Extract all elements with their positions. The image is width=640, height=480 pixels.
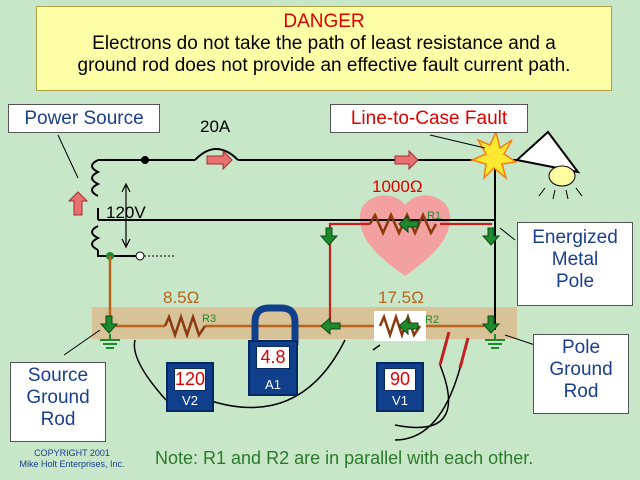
earth-strip xyxy=(92,307,517,339)
clamp-jaws xyxy=(251,304,299,345)
voltage-indicator xyxy=(121,182,131,249)
voltmeter-v1: 90 V1 xyxy=(376,362,424,412)
r3-resistor xyxy=(163,313,207,339)
pole-ground-rod-label: Pole Ground Rod xyxy=(533,334,629,414)
r1-name: R1 xyxy=(427,210,441,222)
energized-pole-line-2: Metal xyxy=(551,248,599,270)
source-rod-line-3: Rod xyxy=(40,408,76,430)
fault-label: Line-to-Case Fault xyxy=(330,104,528,133)
source-ground-rod-label: Source Ground Rod xyxy=(10,362,106,442)
ammeter-a1: 4.8 A1 xyxy=(248,340,298,396)
a1-name: A1 xyxy=(265,377,281,392)
probe-tips xyxy=(438,331,470,369)
junction-dot xyxy=(141,156,149,164)
heart-shape xyxy=(359,195,451,276)
danger-title: DANGER xyxy=(283,11,365,32)
hot-wire xyxy=(98,159,517,330)
copyright: COPYRIGHT 2001 Mike Holt Enterprises, In… xyxy=(6,448,138,470)
pole-rod-line-2: Ground xyxy=(549,358,613,380)
v1-reading: 90 xyxy=(384,368,416,391)
current-arrows xyxy=(67,149,419,216)
r3-value: 8.5Ω xyxy=(163,288,199,307)
pole-rod-line-3: Rod xyxy=(563,380,599,402)
r1-value: 1000Ω xyxy=(372,177,423,196)
a1-reading: 4.8 xyxy=(256,346,290,369)
switch-contact xyxy=(135,251,145,261)
v2-reading: 120 xyxy=(174,368,206,391)
r3-name: R3 xyxy=(202,313,216,325)
lamp-fixture xyxy=(514,130,583,200)
source-rod-line-2: Ground xyxy=(26,386,90,408)
pole-rod-line-1: Pole xyxy=(561,337,601,358)
energized-pole-line-1: Energized xyxy=(532,227,618,248)
energized-pole-label: Energized Metal Pole xyxy=(517,222,633,306)
v2-name: V2 xyxy=(182,393,198,408)
return-arrows xyxy=(99,214,501,336)
breaker-rating: 20A xyxy=(200,117,231,136)
label-pointers xyxy=(57,134,536,356)
danger-line-1: Electrons do not take the path of least … xyxy=(92,32,556,54)
voltmeter-v2: 120 V2 xyxy=(166,362,214,412)
fault-spark xyxy=(469,129,519,181)
meter-leads xyxy=(133,339,450,429)
voltage-label: 120V xyxy=(106,203,146,222)
copyright-line-1: COPYRIGHT 2001 xyxy=(34,448,110,458)
transformer-coil xyxy=(91,159,101,251)
copyright-line-2: Mike Holt Enterprises, Inc. xyxy=(19,458,125,469)
breaker-symbol xyxy=(194,148,239,161)
source-rod-line-1: Source xyxy=(27,365,89,386)
ground-symbol-source xyxy=(100,334,120,349)
v1-name: V1 xyxy=(392,393,408,408)
ground-symbol-pole xyxy=(485,334,505,349)
power-source-label: Power Source xyxy=(8,104,160,133)
danger-banner: DANGER Electrons do not take the path of… xyxy=(36,6,612,91)
fault-path xyxy=(328,222,492,326)
r2-name: R2 xyxy=(425,314,439,326)
parallel-note: Note: R1 and R2 are in parallel with eac… xyxy=(155,448,534,468)
r2-value: 17.5Ω xyxy=(378,288,424,307)
danger-line-2: ground rod does not provide an effective… xyxy=(77,54,571,76)
energized-pole-line-3: Pole xyxy=(555,270,595,292)
